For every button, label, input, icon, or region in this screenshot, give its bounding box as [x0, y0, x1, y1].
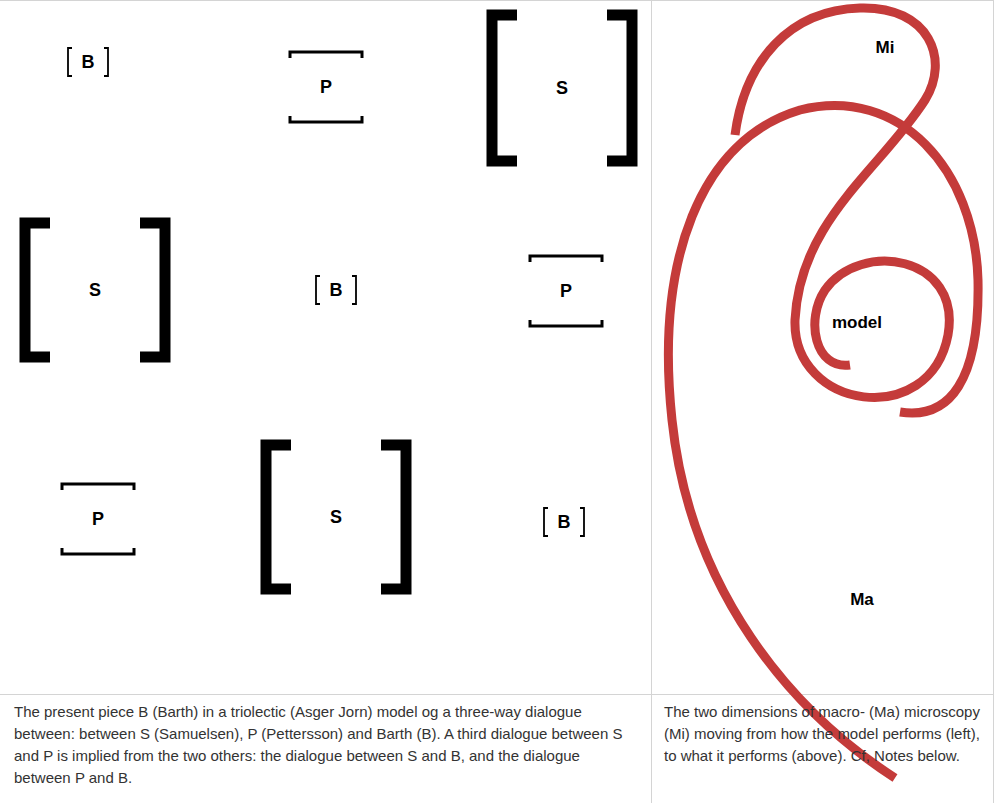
corner-bracket	[530, 320, 602, 326]
bracket-letter: S	[89, 280, 101, 301]
curve-label: Mi	[876, 38, 895, 58]
bold-bracket	[25, 223, 50, 357]
bracket-letter: P	[92, 509, 104, 530]
grid-line	[0, 0, 994, 1]
bracket-letter: S	[556, 78, 568, 99]
curve-label: model	[832, 313, 882, 333]
bracket-letter: S	[330, 507, 342, 528]
bold-bracket	[492, 15, 517, 161]
bracket-letter: B	[82, 52, 95, 73]
bold-bracket	[607, 15, 632, 161]
corner-bracket	[290, 52, 362, 58]
corner-bracket	[62, 548, 134, 554]
grid-line	[0, 694, 994, 695]
bold-bracket	[381, 445, 406, 589]
corner-bracket	[290, 116, 362, 122]
thin-bracket	[544, 508, 548, 536]
caption-text: The present piece B (Barth) in a triolec…	[14, 701, 640, 789]
bracket-letter: P	[320, 77, 332, 98]
thin-bracket	[68, 48, 72, 76]
spiral-curve	[735, 8, 949, 398]
thin-bracket	[352, 276, 356, 304]
thin-bracket	[104, 48, 108, 76]
thin-bracket	[316, 276, 320, 304]
corner-bracket	[530, 256, 602, 262]
corner-bracket	[62, 484, 134, 490]
thin-bracket	[580, 508, 584, 536]
bold-bracket	[140, 223, 165, 357]
curve-label: Ma	[850, 590, 874, 610]
bracket-letter: P	[560, 281, 572, 302]
bracket-letter: B	[558, 512, 571, 533]
caption-text: The two dimensions of macro- (Ma) micros…	[664, 701, 982, 767]
grid-line	[651, 0, 652, 803]
spiral-curve	[668, 106, 978, 778]
bold-bracket	[266, 445, 291, 589]
grid-line	[993, 0, 994, 803]
bracket-letter: B	[330, 280, 343, 301]
